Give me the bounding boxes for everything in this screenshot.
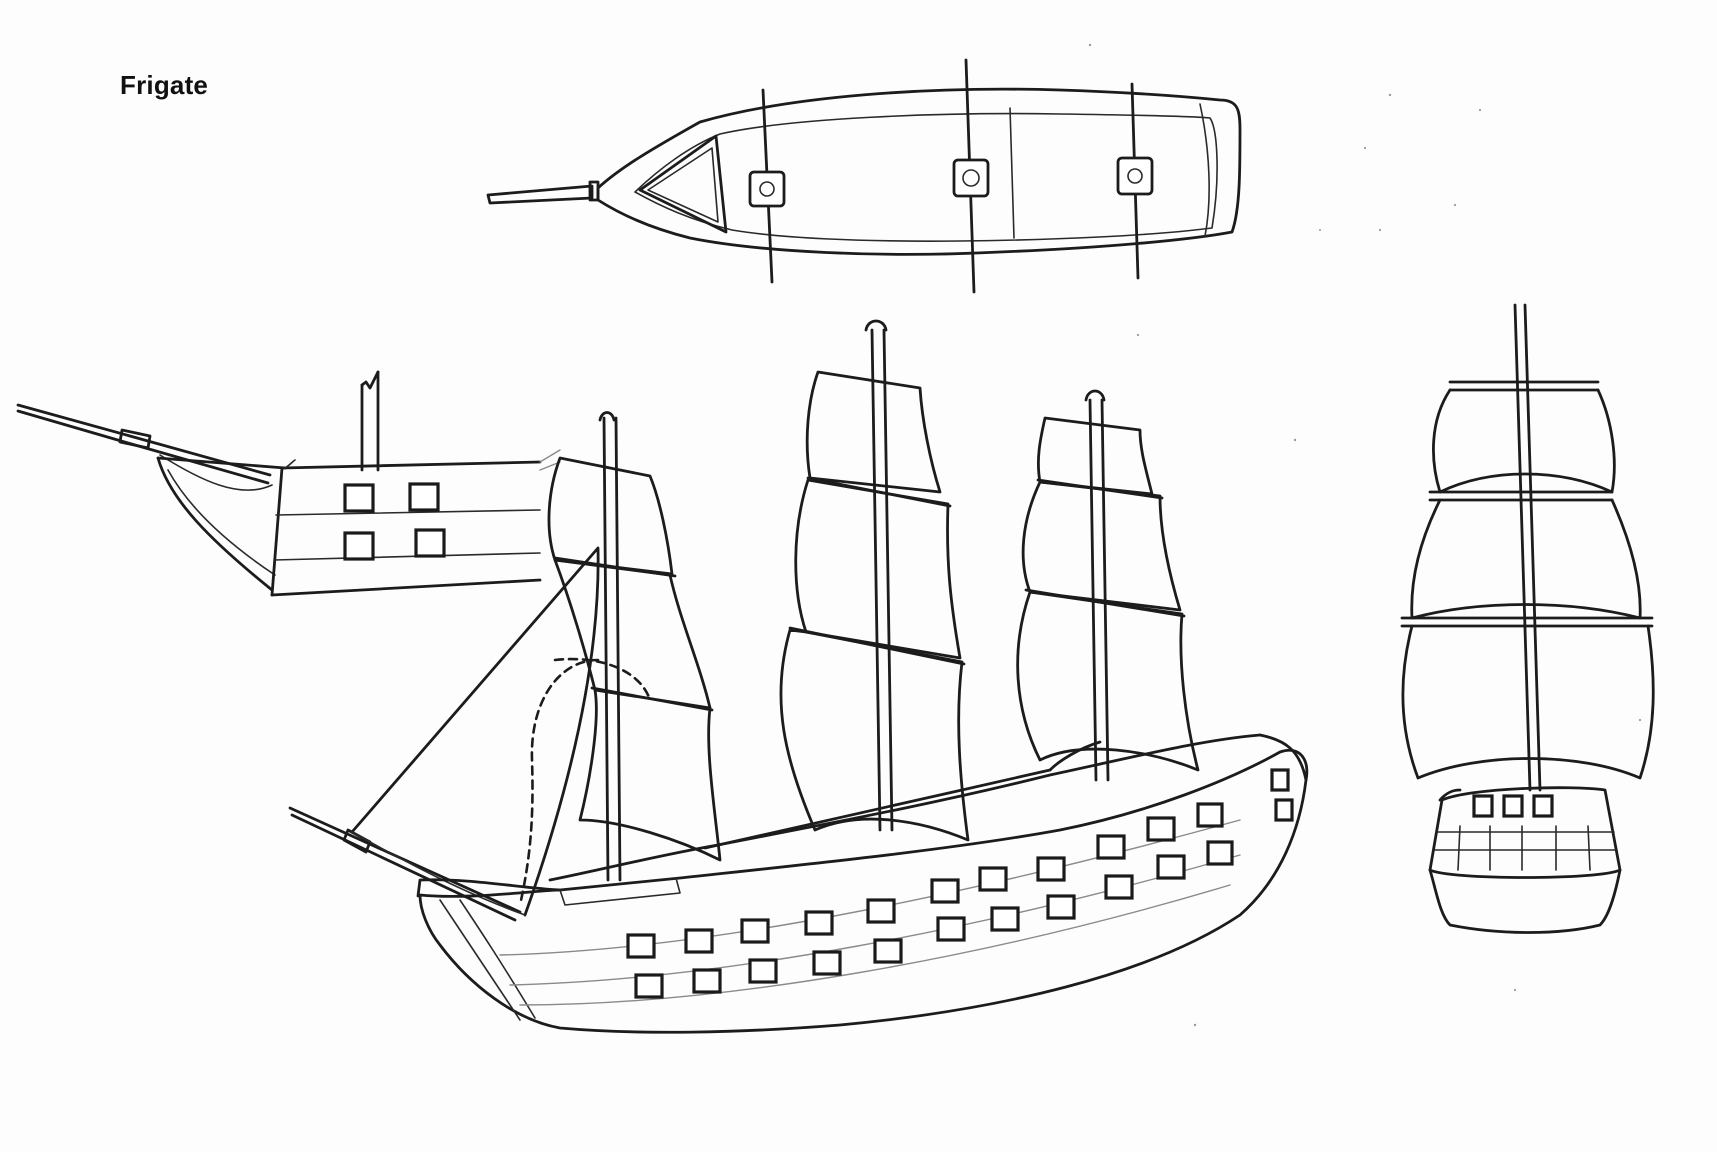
- three-quarter-view: [288, 319, 1309, 1034]
- paper-specks: [1088, 43, 1642, 1027]
- top-view: [486, 58, 1242, 294]
- page-title: Frigate: [120, 70, 209, 100]
- stern-view: [1400, 303, 1655, 934]
- side-view-partial: [16, 370, 561, 597]
